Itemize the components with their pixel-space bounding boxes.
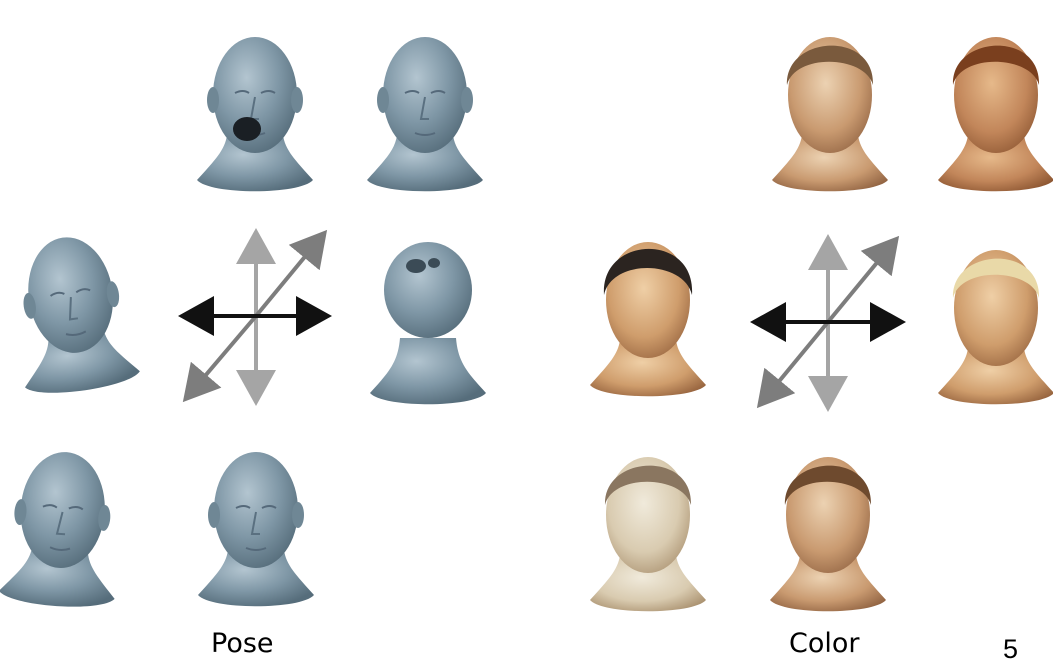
- head-looking-up: [370, 242, 486, 404]
- head-front-smile: [198, 452, 314, 606]
- head-turned-left: [0, 448, 125, 610]
- head-red-tinted: [938, 37, 1053, 191]
- color-arrow-diag-up: [828, 242, 894, 322]
- page-number: 5: [1003, 634, 1018, 665]
- pose-arrow-diag-up: [256, 236, 322, 316]
- head-open-mouth: [197, 37, 313, 191]
- pose-caption: Pose: [211, 628, 274, 659]
- head-brown-hair: [770, 457, 886, 611]
- color-caption: Color: [789, 628, 860, 659]
- head-blond-hair: [938, 250, 1053, 404]
- head-light-brown-hair: [772, 37, 888, 191]
- head-tilted-down: [5, 230, 141, 399]
- pose-panel: [0, 37, 486, 610]
- pose-arrow-diag-down: [188, 316, 256, 396]
- head-pale-skin: [590, 457, 706, 611]
- color-axes: [758, 242, 898, 404]
- color-panel: [590, 37, 1053, 611]
- color-arrow-diag-down: [762, 322, 828, 402]
- head-neutral-front: [367, 37, 483, 191]
- head-dark-hair: [590, 242, 706, 396]
- pose-axes: [186, 236, 324, 398]
